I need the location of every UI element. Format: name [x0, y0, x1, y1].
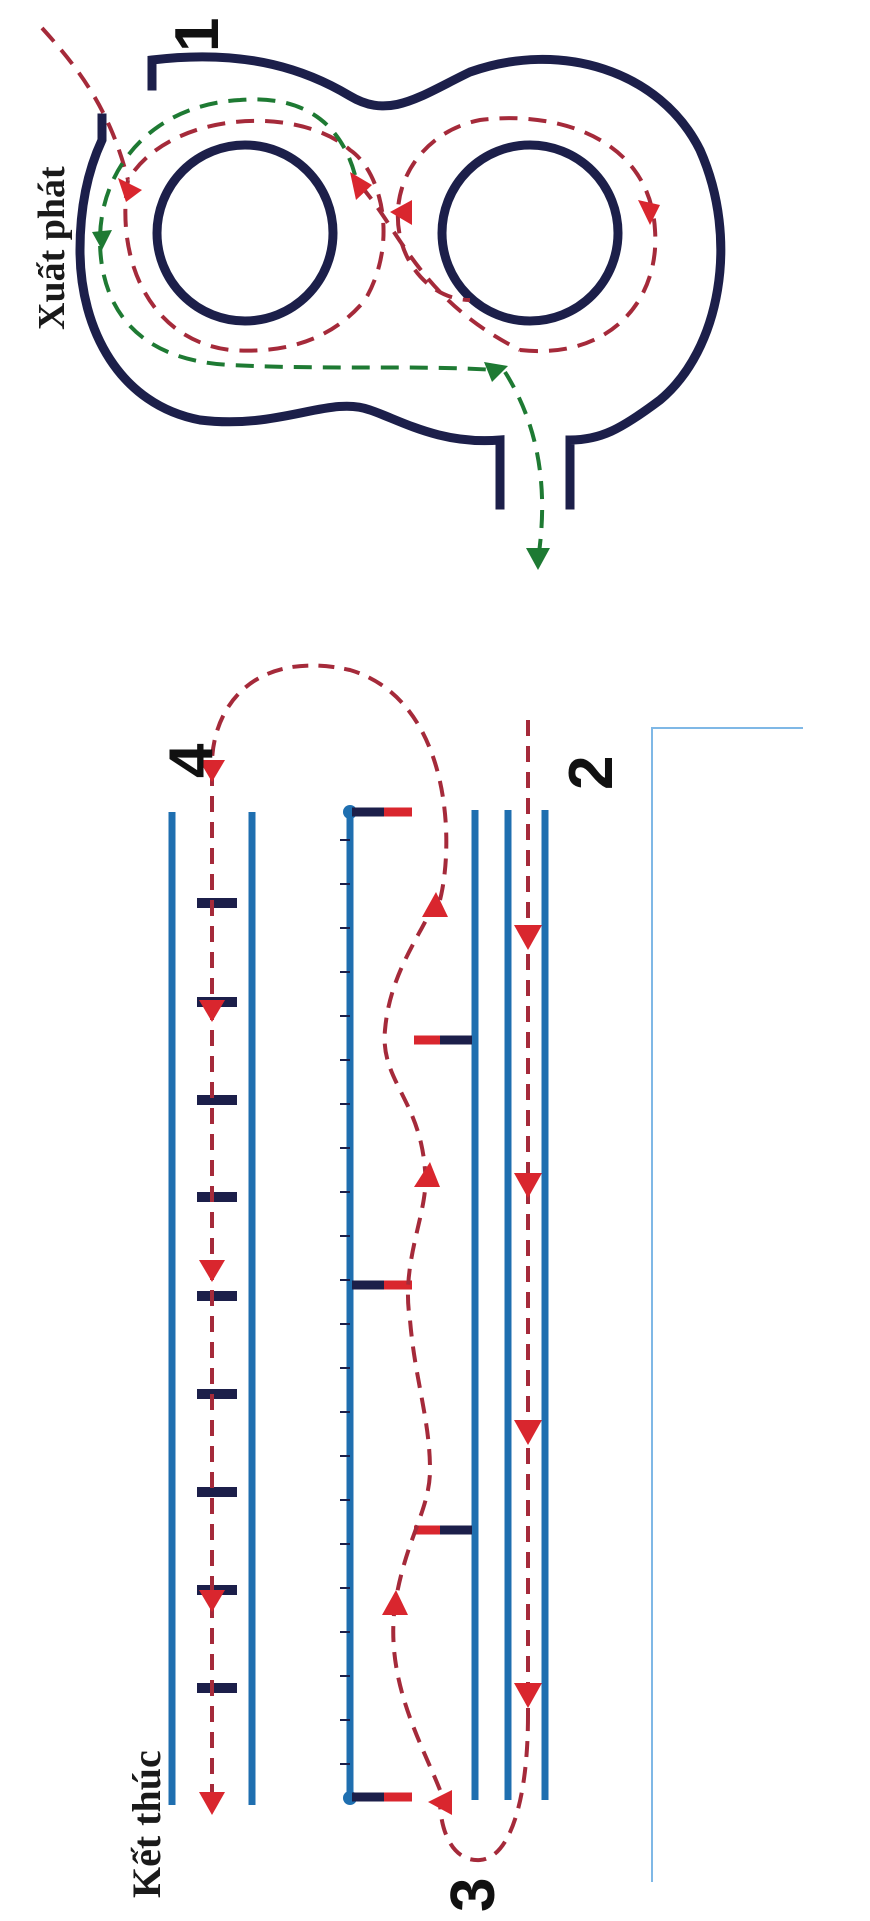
arrow-head-icon: [199, 1590, 225, 1612]
arrow-head-icon: [526, 548, 550, 570]
arrow-head-icon: [514, 925, 542, 950]
lane-3-arrowheads: [382, 892, 452, 1815]
arrow-head-icon: [92, 230, 112, 250]
arrow-head-icon: [514, 1173, 542, 1198]
arrow-head-icon: [390, 200, 412, 225]
section-number-2: 2: [557, 756, 626, 790]
frame-line: [651, 727, 803, 1882]
arrow-head-icon: [514, 1683, 542, 1708]
lane-3-tick-marks: [340, 839, 350, 1765]
lane-2-arrowheads: [514, 925, 542, 1708]
u-turn-2-to-3: [438, 1714, 530, 1863]
section-number-1: 1: [163, 18, 232, 52]
end-label: Kết thúc: [124, 1750, 169, 1898]
red-right-loop: [395, 116, 658, 354]
arrow-head-icon: [484, 362, 508, 382]
lane-3-slalom-path: [382, 899, 442, 1791]
lane-4-markers: [197, 898, 237, 1693]
arrow-head-icon: [514, 1420, 542, 1445]
arrow-head-icon: [118, 178, 142, 202]
arrow-head-icon: [199, 1260, 225, 1282]
arrow-head-icon: [199, 1792, 225, 1815]
left-inner-island: [152, 140, 338, 326]
lane-4-arrowheads: [199, 760, 225, 1815]
right-inner-island: [437, 140, 623, 326]
arrow-head-icon: [199, 760, 225, 782]
arrow-head-icon: [382, 1590, 408, 1615]
arrow-head-icon: [428, 1790, 452, 1815]
arrow-head-icon: [414, 1162, 440, 1187]
red-cross-over: [358, 183, 521, 352]
red-entry-path: [40, 26, 130, 181]
red-figure-eight-path: [40, 26, 658, 354]
red-left-loop: [123, 118, 386, 353]
green-path: [97, 97, 545, 561]
arrow-head-icon: [422, 892, 448, 917]
lane-3-markers: [352, 807, 472, 1802]
figure-eight-track: [75, 52, 726, 510]
green-loop-path: [97, 97, 496, 372]
arrow-head-icon: [638, 200, 660, 225]
lane-lines: [168, 810, 549, 1805]
green-exit-path: [503, 370, 545, 561]
arrow-head-icon: [199, 1000, 225, 1022]
section-number-3: 3: [439, 1878, 508, 1912]
track-outer-boundary: [75, 52, 726, 510]
figure-eight-arrowheads: [92, 172, 660, 570]
section-number-4: 4: [157, 743, 226, 778]
arrow-head-icon: [350, 172, 372, 200]
u-turn-3-to-4: [210, 663, 449, 901]
start-label: Xuất phát: [31, 166, 73, 330]
